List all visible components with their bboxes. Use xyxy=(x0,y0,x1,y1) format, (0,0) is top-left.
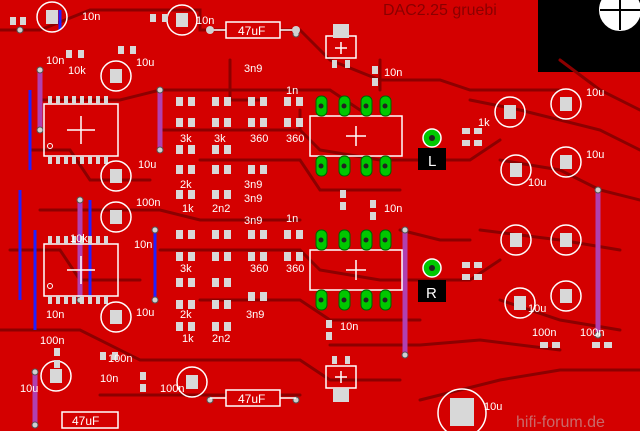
channel-label-right: R xyxy=(426,285,437,302)
silkscreen-labels: 10n 10n 10n 10k 10u 3n9 1n 3k 3k 360 360… xyxy=(20,11,604,413)
label-r-360-c: 360 xyxy=(250,263,268,275)
label-r-1k-a: 1k xyxy=(182,203,194,215)
label-r-3k-a: 3k xyxy=(180,133,192,145)
cap-47uf-bottom-label: 47uF xyxy=(238,392,265,406)
axial-cap-bottom-left: 47uF xyxy=(61,411,119,429)
label-c-10u-g: 10u xyxy=(528,177,546,189)
label-c-100n-e: 100n xyxy=(532,327,556,339)
dip-opamp-right xyxy=(309,229,403,311)
label-c-10n-d: 10n xyxy=(100,373,118,385)
regulator-top xyxy=(325,24,357,68)
board-title: DAC2.25 gruebi xyxy=(383,2,497,19)
label-c-100n-c: 100n xyxy=(108,353,132,365)
label-r-360-b: 360 xyxy=(286,133,304,145)
label-c-10u-f: 10u xyxy=(586,149,604,161)
axial-cap-bottom: 47uF xyxy=(210,389,296,407)
smd-passives xyxy=(10,14,612,392)
cap-47uf-top-label: 47uF xyxy=(238,24,265,38)
label-r-360-a: 360 xyxy=(250,133,268,145)
output-connector-right: R xyxy=(418,258,446,302)
label-c-3n9-e: 3n9 xyxy=(246,309,264,321)
label-c-3n9-b: 3n9 xyxy=(244,179,262,191)
label-c-10n-top-2: 10n xyxy=(196,15,214,27)
label-r-3k-b: 3k xyxy=(214,133,226,145)
label-c-100n-b: 100n xyxy=(40,335,64,347)
ic-u2 xyxy=(43,236,119,304)
output-connector-left: L xyxy=(418,128,446,170)
channel-label-left: L xyxy=(428,153,436,170)
dip-opamp-left xyxy=(309,95,403,177)
label-r-2k-a: 2k xyxy=(180,179,192,191)
label-c-10u-b: 10u xyxy=(138,159,156,171)
jumper-layer xyxy=(32,70,601,425)
label-r-1k-b: 1k xyxy=(182,333,194,345)
label-c-2n2-a: 2n2 xyxy=(212,203,230,215)
label-c-10n-b: 10n xyxy=(134,239,152,251)
label-c-3n9-c: 3n9 xyxy=(244,193,262,205)
label-r-2k-b: 2k xyxy=(180,309,192,321)
label-c-10u-a: 10u xyxy=(136,57,154,69)
label-c-10n-e: 10n xyxy=(384,67,402,79)
label-c-10u-e: 10u xyxy=(586,87,604,99)
label-c-3n9-d: 3n9 xyxy=(244,215,262,227)
label-c-10u-d: 10u xyxy=(20,383,38,395)
label-c-100n-d: 100n xyxy=(160,383,184,395)
label-c-10u-c: 10u xyxy=(136,307,154,319)
label-c-10n-f: 10n xyxy=(384,203,402,215)
label-c-100n-a: 100n xyxy=(136,197,160,209)
label-c-10n-g: 10n xyxy=(340,321,358,333)
label-r-3k-c: 3k xyxy=(180,263,192,275)
bottom-cutout xyxy=(410,380,640,431)
label-c-100n-f: 100n xyxy=(580,327,604,339)
label-r-1k-right: 1k xyxy=(478,117,490,129)
label-c-10u-i: 10u xyxy=(484,401,502,413)
label-c-2n2-b: 2n2 xyxy=(212,333,230,345)
radial-cap-bodies xyxy=(46,10,572,426)
label-c-1n-a: 1n xyxy=(286,85,298,97)
ic-u1 xyxy=(43,96,119,164)
label-c-3n9-a: 3n9 xyxy=(244,63,262,75)
label-c-10n-top: 10n xyxy=(82,11,100,23)
label-r-10k-b: 10k xyxy=(70,233,88,245)
watermark-text: hifi-forum.de xyxy=(516,414,605,431)
axial-cap-top: 47uF xyxy=(206,21,300,39)
label-r-360-d: 360 xyxy=(286,263,304,275)
regulator-bottom xyxy=(325,356,357,402)
label-r-10k: 10k xyxy=(68,65,86,77)
label-c-10n-c: 10n xyxy=(46,309,64,321)
svg-text:47uF: 47uF xyxy=(72,414,99,428)
label-c-10n-a: 10n xyxy=(46,55,64,67)
label-c-1n-b: 1n xyxy=(286,213,298,225)
label-c-10u-h: 10u xyxy=(528,303,546,315)
